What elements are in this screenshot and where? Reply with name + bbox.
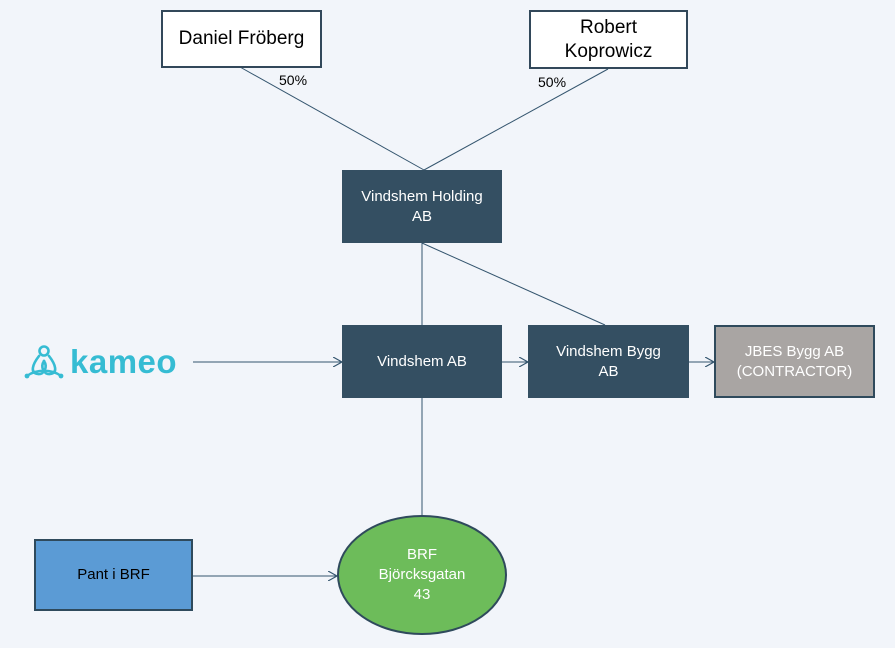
- kameo-logo-text: kameo: [70, 343, 178, 380]
- company-jbes-bygg-contractor: JBES Bygg AB (CONTRACTOR): [714, 325, 875, 398]
- person-daniel-froberg: Daniel Fröberg: [161, 10, 322, 68]
- line-daniel-to-holding: [239, 66, 425, 171]
- company-vindshem-ab: Vindshem AB: [342, 325, 502, 398]
- line-holding-to-bygg: [421, 242, 606, 326]
- brf-label: BRF Björcksgatan 43: [378, 546, 466, 603]
- kameo-logo-icon: [24, 345, 64, 379]
- company-vindshem-bygg: Vindshem Bygg AB: [528, 325, 689, 398]
- company-vindshem-holding: Vindshem Holding AB: [342, 170, 502, 243]
- brf-ellipse: [337, 515, 507, 635]
- pant-i-brf-box: Pant i BRF: [34, 539, 193, 611]
- kameo-logo: kameo: [24, 343, 177, 381]
- person-robert-koprowicz: Robert Koprowicz: [529, 10, 688, 69]
- ownership-label-robert: 50%: [538, 74, 567, 90]
- line-robert-to-holding: [423, 68, 609, 171]
- ownership-label-daniel: 50%: [279, 72, 308, 88]
